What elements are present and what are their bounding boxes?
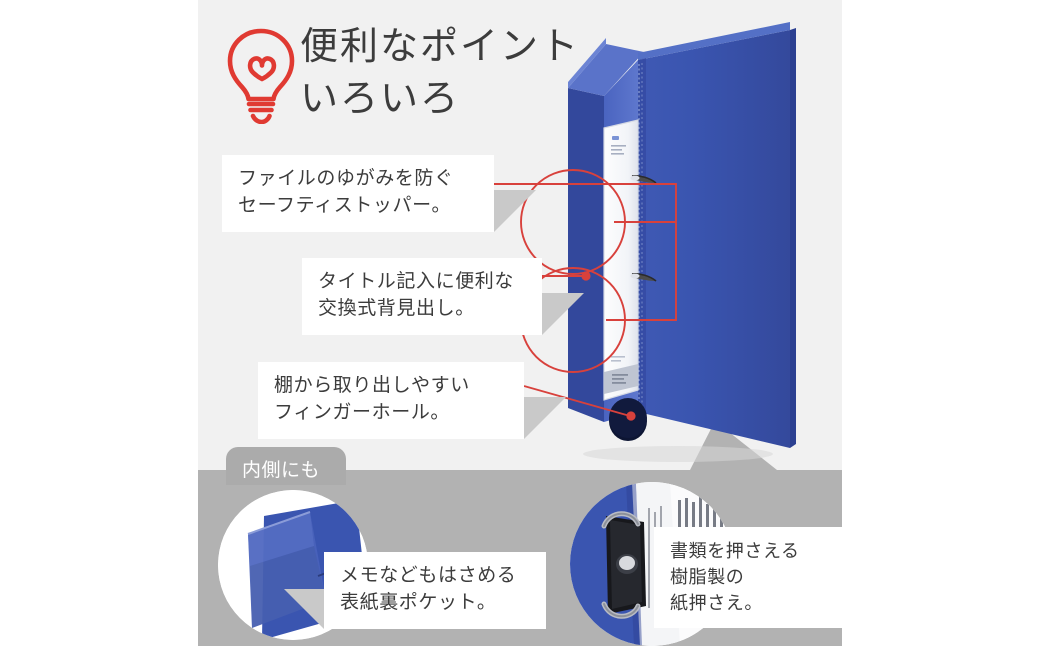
section-tab-label: 内側にも <box>242 460 321 481</box>
product-image-binder <box>568 22 796 462</box>
page-title: 便利なポイント いろいろ <box>300 26 581 120</box>
callout-paper-clamp: 書類を押さえる 樹脂製の 紙押さえ。 <box>654 527 842 629</box>
callout-finger-hole: 棚から取り出しやすい フィンガーホール。 <box>258 362 566 439</box>
lightbulb-icon <box>227 28 295 124</box>
safety-stopper-upper <box>630 175 657 184</box>
callout-safety-stopper: ファイルのゆがみを防ぐ セーフティストッパー。 <box>222 155 536 232</box>
content-panel: 内側にも 便利なポイント いろいろ <box>198 0 842 646</box>
callout-spine-label: タイトル記入に便利な 交換式背見出し。 <box>302 258 584 335</box>
callout-inner-pocket: メモなどもはさめる 表紙裏ポケット。 <box>284 552 546 629</box>
section-tab <box>226 447 346 485</box>
